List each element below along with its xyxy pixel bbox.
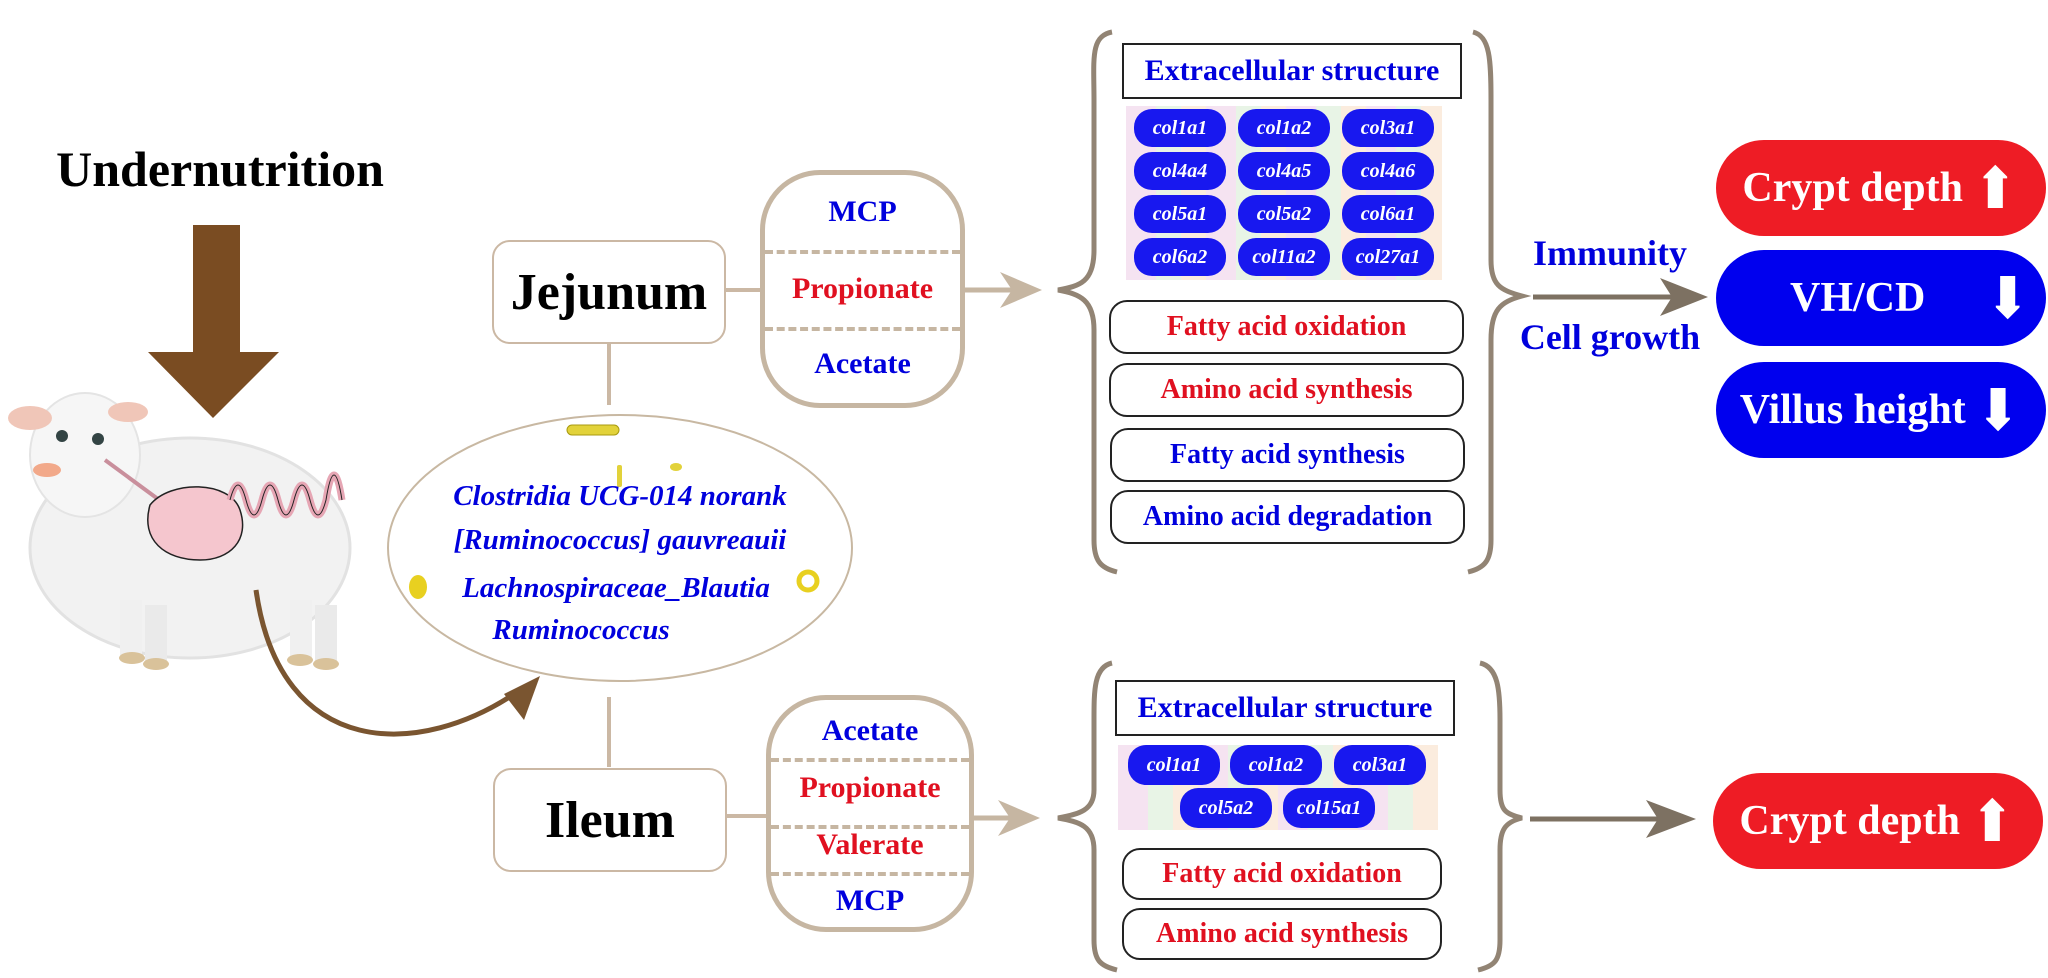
pathway-box: Amino acid degradation [1110, 490, 1465, 544]
taxon-label: [Ruminococcus] gauvreauii [453, 524, 787, 556]
divider [771, 758, 969, 762]
gene-badge: col6a2 [1134, 238, 1226, 276]
bacteria-icon [409, 424, 820, 599]
immunity-label: Immunity [1532, 233, 1688, 273]
outcome-label: Crypt depth [1742, 165, 1963, 211]
jejunum-box: Jejunum [492, 240, 726, 344]
pathway-box: Fatty acid oxidation [1109, 300, 1464, 354]
gene-badge: col1a2 [1238, 109, 1330, 147]
gene-badge: col4a5 [1238, 152, 1330, 190]
ileum-right-brace [1477, 660, 1523, 973]
metabolite-label: MCP [835, 884, 905, 917]
outcome-label: Villus height [1739, 387, 1966, 433]
ileum-arrow-icon [974, 800, 1040, 836]
divider [765, 327, 960, 331]
gene-badge: col3a1 [1342, 109, 1434, 147]
gene-badge: col3a1 [1334, 745, 1426, 785]
jejunum-right-brace [1467, 29, 1532, 575]
jejunum-outcome-arrow-icon [1533, 278, 1708, 316]
jejunum-ecm-title: Extracellular structure [1122, 43, 1462, 99]
microbiota-ellipse [387, 414, 853, 682]
jejunum-arrow-icon [965, 272, 1042, 308]
gene-badge: col6a1 [1342, 195, 1434, 233]
gene-badge: col1a1 [1128, 745, 1220, 785]
undernutrition-title: Undernutrition [56, 141, 384, 197]
sheep-illustration [8, 392, 352, 670]
metabolite-label: MCP [828, 195, 897, 228]
taxon-label: Lachnospiraceae_Blautia [462, 572, 770, 604]
outcome-vh-cd: VH/CD ⬇ [1716, 250, 2046, 346]
gene-badge: col27a1 [1342, 238, 1434, 276]
ileum-left-brace [1057, 660, 1118, 973]
pathway-box: Amino acid synthesis [1109, 363, 1464, 417]
gene-badge: col4a4 [1134, 152, 1226, 190]
metabolite-label: Valerate [816, 828, 924, 861]
pathway-box: Fatty acid oxidation [1122, 848, 1442, 900]
metabolite-label: Acetate [821, 714, 919, 747]
outcome-villus-height: Villus height ⬇ [1716, 362, 2046, 458]
metabolite-label: Propionate [799, 771, 941, 804]
gene-badge: col4a6 [1342, 152, 1434, 190]
down-arrow-icon: ⬇ [1983, 266, 2032, 331]
pathway-box: Fatty acid synthesis [1110, 428, 1465, 482]
outcome-crypt-depth: Crypt depth ⬆ [1716, 140, 2046, 236]
divider [765, 250, 960, 254]
gene-badge: col1a1 [1134, 109, 1226, 147]
taxon-label: Ruminococcus [492, 614, 670, 646]
outcome-label: VH/CD [1790, 275, 1926, 321]
gene-badge: col11a2 [1238, 238, 1330, 276]
outcome-crypt-depth-ileum: Crypt depth ⬆ [1713, 773, 2043, 869]
gene-badge: col5a1 [1134, 195, 1226, 233]
gene-badge: col1a2 [1230, 745, 1322, 785]
outcome-label: Crypt depth [1739, 798, 1960, 844]
ileum-ecm-title: Extracellular structure [1115, 680, 1455, 736]
taxon-label: Clostridia UCG-014 norank [453, 480, 787, 512]
cell-growth-label: Cell growth [1519, 317, 1701, 357]
ileum-outcome-arrow-icon [1530, 800, 1696, 838]
jejunum-left-brace [1057, 29, 1118, 575]
gene-badge: col5a2 [1238, 195, 1330, 233]
jejunum-gene-panel: col1a1 col1a2 col3a1 col4a4 col4a5 col4a… [1126, 106, 1442, 280]
gene-badge: col15a1 [1283, 788, 1375, 828]
ileum-metabolites: Acetate Propionate Valerate MCP [766, 695, 974, 932]
down-arrow-icon [148, 225, 279, 418]
down-arrow-icon: ⬇ [1973, 378, 2023, 443]
metabolite-label: Propionate [791, 272, 934, 305]
gene-badge: col5a2 [1180, 788, 1272, 828]
pathway-box: Amino acid synthesis [1122, 908, 1442, 960]
jejunum-metabolites: MCP Propionate Acetate [760, 170, 965, 408]
up-arrow-icon: ⬆ [1967, 789, 2017, 854]
ileum-box: Ileum [493, 768, 727, 872]
divider [771, 872, 969, 876]
metabolite-label: Acetate [814, 347, 911, 380]
ileum-gene-panel: col1a1 col1a2 col3a1 col5a2 col15a1 [1118, 745, 1438, 830]
divider [771, 825, 969, 829]
up-arrow-icon: ⬆ [1970, 156, 2020, 221]
curved-arrow-icon [253, 589, 540, 737]
